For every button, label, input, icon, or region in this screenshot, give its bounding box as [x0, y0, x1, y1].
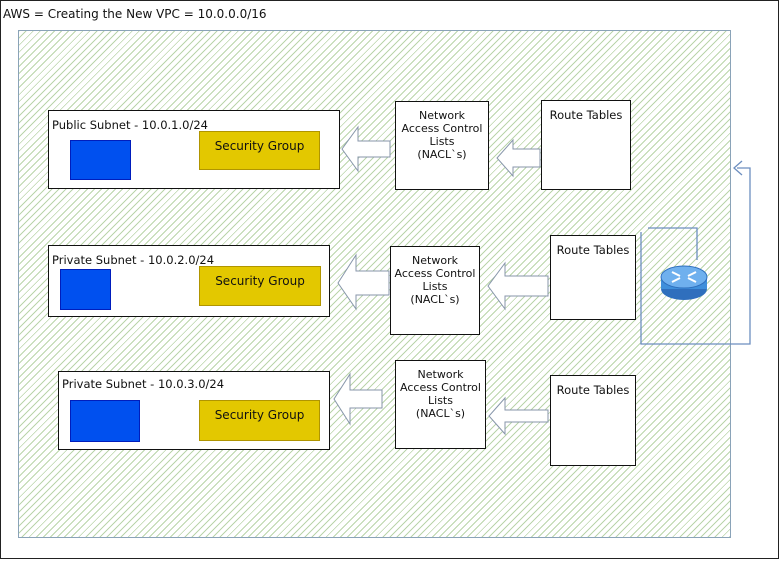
subnet-label: Private Subnet - 10.0.3.0/24 [62, 377, 225, 391]
nacl-text-line: (NACL`s) [410, 293, 460, 306]
instance-block [70, 400, 140, 442]
nacl-text-line: Access Control [400, 381, 481, 394]
instance-block [70, 140, 131, 180]
route-table-label: Route Tables [556, 383, 630, 397]
nacl-box: Network Access Control Lists (NACL`s) [395, 360, 486, 449]
nacl-text-line: Access Control [394, 267, 476, 280]
route-table-box: Route Tables [550, 375, 636, 466]
security-group: Security Group [199, 400, 320, 441]
diagram-title: AWS = Creating the New VPC = 10.0.0.0/16 [3, 7, 267, 21]
route-table-label: Route Tables [549, 108, 623, 122]
nacl-text-line: Network [419, 109, 465, 122]
security-group: Security Group [199, 266, 321, 306]
nacl-text-line: Lists [429, 135, 455, 148]
nacl-box: Network Access Control Lists (NACL`s) [390, 246, 480, 335]
security-group: Security Group [199, 131, 320, 170]
route-table-label: Route Tables [556, 243, 630, 257]
route-table-box: Route Tables [550, 235, 636, 320]
nacl-text-line: Network [412, 254, 458, 267]
subnet-label: Public Subnet - 10.0.1.0/24 [52, 118, 208, 132]
instance-block [60, 269, 111, 310]
nacl-text-line: (NACL`s) [417, 148, 467, 161]
nacl-text-line: Access Control [401, 122, 483, 135]
nacl-text-line: Network [417, 368, 464, 381]
nacl-box: Network Access Control Lists (NACL`s) [395, 101, 489, 190]
nacl-text-line: Lists [428, 394, 453, 407]
nacl-text-line: (NACL`s) [415, 407, 466, 420]
route-table-box: Route Tables [541, 100, 631, 190]
subnet-label: Private Subnet - 10.0.2.0/24 [52, 253, 215, 267]
nacl-text-line: Lists [422, 280, 448, 293]
